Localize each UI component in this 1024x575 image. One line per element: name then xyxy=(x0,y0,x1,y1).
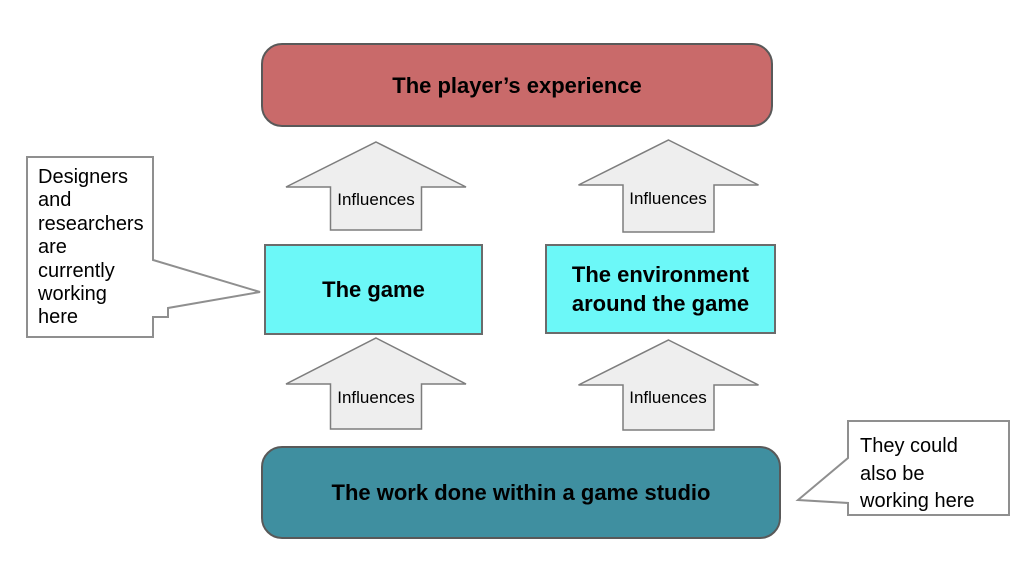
studio-label: The work done within a game studio xyxy=(331,480,711,505)
player-experience-label: The player’s experience xyxy=(392,72,642,98)
environment-label: The environment around the game xyxy=(571,262,750,316)
influences-arrow-upper-right-icon xyxy=(578,139,759,233)
left-callout-text: Designers and researchers are currently … xyxy=(38,166,144,329)
influences-label-lower-left: Influences xyxy=(337,388,415,407)
game-box xyxy=(264,244,483,335)
influences-arrow-upper-left-icon xyxy=(285,141,467,231)
influences-label-lower-right: Influences xyxy=(629,388,707,407)
player-experience-box xyxy=(261,43,773,127)
right-callout-bubble xyxy=(795,420,1010,516)
influences-arrow-lower-left-icon xyxy=(285,337,467,430)
influences-label-upper-left: Influences xyxy=(337,190,415,209)
studio-box xyxy=(261,446,781,539)
influences-arrow-lower-right-icon xyxy=(578,339,759,431)
game-label: The game xyxy=(322,277,425,302)
influences-label-upper-right: Influences xyxy=(629,189,707,208)
left-callout-bubble xyxy=(26,156,261,338)
environment-box xyxy=(545,244,776,334)
right-callout-text: They could also be working here xyxy=(860,435,975,512)
